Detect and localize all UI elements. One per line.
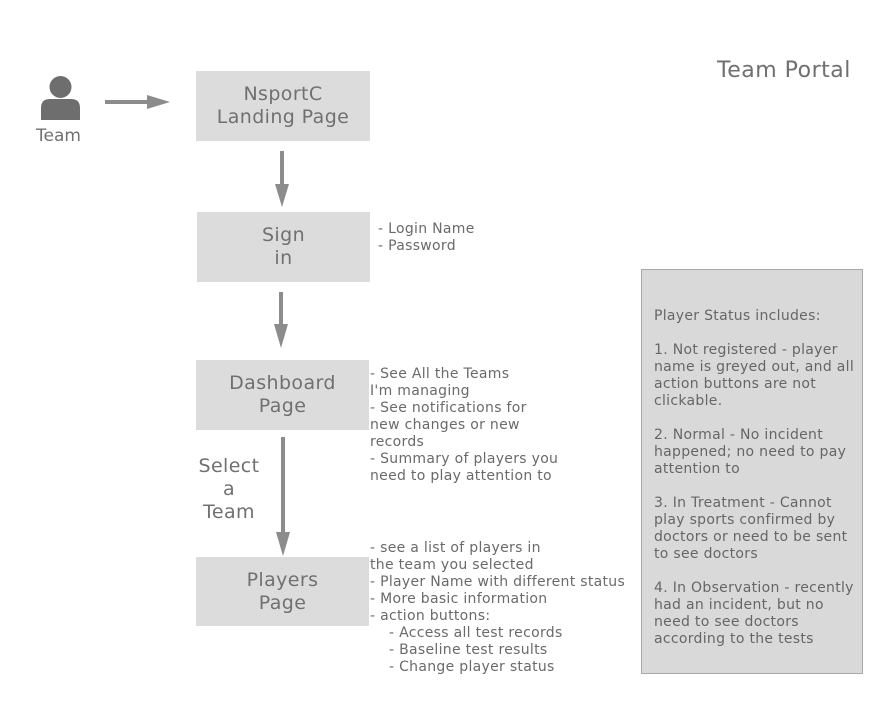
status-item: 2. Normal - No incident happened; no nee… <box>654 427 847 477</box>
players-page-label: Players Page <box>246 568 319 614</box>
actor-label: Team <box>36 126 81 146</box>
landing-page-label: NsportC Landing Page <box>216 83 350 128</box>
landing-page-box: NsportC Landing Page <box>196 71 370 141</box>
player-status-heading: Player Status includes: <box>654 308 821 324</box>
sign-in-box: Sign in <box>197 212 370 282</box>
players-page-box: Players Page <box>196 557 369 626</box>
dashboard-page-label: Dashboard Page <box>229 372 336 417</box>
person-icon <box>41 76 80 120</box>
player-status-panel <box>641 269 863 674</box>
dashboard-notes: - See All the Teams I'm managing - See n… <box>370 366 559 484</box>
player-status-text: Player Status includes: 1. Not registere… <box>654 308 859 665</box>
sign-in-notes: - Login Name - Password <box>378 221 475 254</box>
team-actor <box>38 74 83 120</box>
select-team-label: Select a Team <box>198 455 260 523</box>
status-item: 3. In Treatment - Cannot play sports con… <box>654 495 848 562</box>
status-item: 4. In Observation - recently had an inci… <box>654 580 854 647</box>
players-notes: - see a list of players in the team you … <box>370 540 626 675</box>
arrow-landing-to-signin <box>275 151 289 207</box>
dashboard-page-box: Dashboard Page <box>196 360 369 430</box>
arrow-dashboard-to-players <box>276 437 290 556</box>
sign-in-label: Sign in <box>261 224 306 269</box>
status-item: 1. Not registered - player name is greye… <box>654 342 855 409</box>
arrow-team-to-landing <box>105 95 170 109</box>
arrow-signin-to-dashboard <box>274 292 288 348</box>
page-title: Team Portal <box>717 58 851 83</box>
